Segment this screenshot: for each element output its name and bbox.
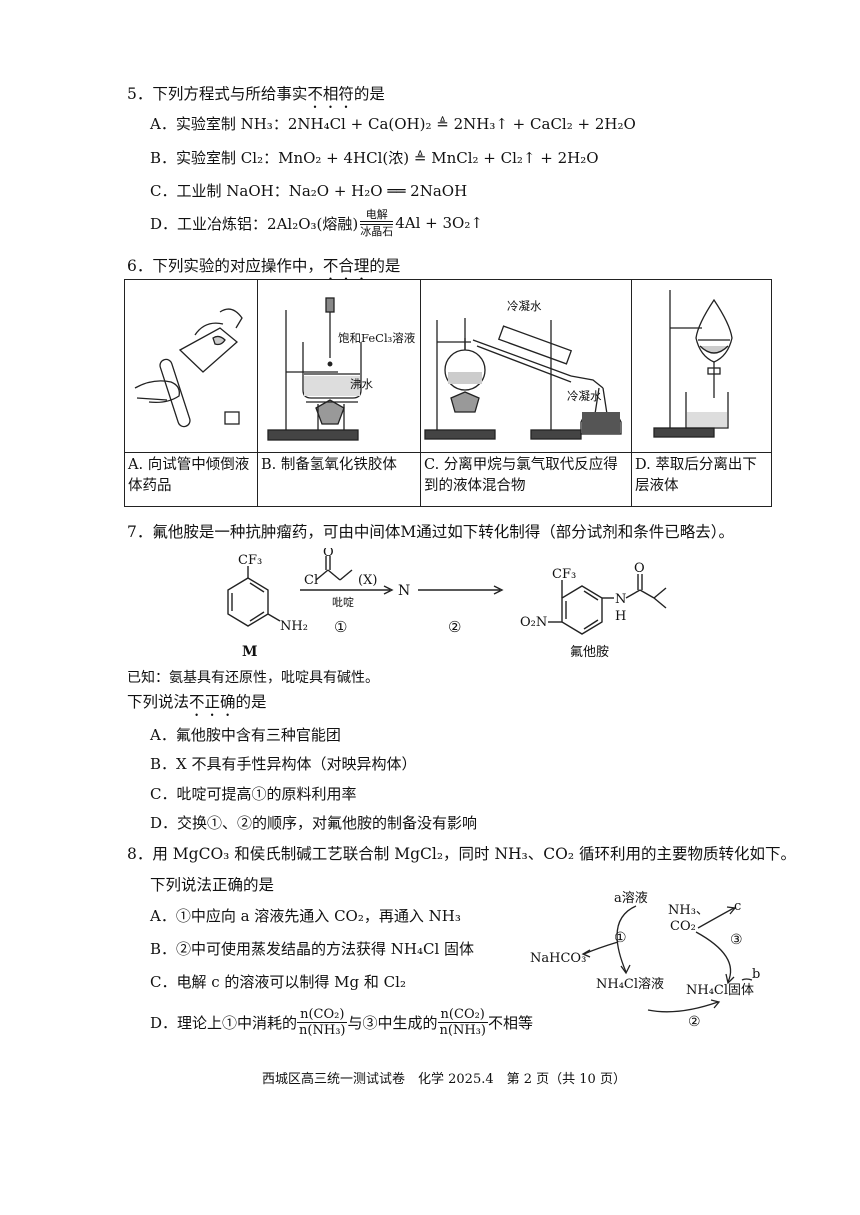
q6-apparatus-table: 饱和FeCl₃溶液 沸水	[124, 279, 772, 507]
q7-stem: 7．氟他胺是一种抗肿瘤药，可由中间体M通过如下转化制得（部分试剂和条件已略去）。	[127, 523, 734, 541]
q8-ask: 下列说法正确的是	[150, 876, 275, 894]
q7-option-a: A．氟他胺中含有三种官能团	[150, 726, 341, 744]
apparatus-d-cell	[631, 279, 772, 453]
nh3-label: NH₃、	[668, 903, 709, 918]
q8-option-c: C．电解 c 的溶液可以制得 Mg 和 Cl₂	[150, 973, 406, 991]
caption-d: D. 萃取后分离出下层液体	[631, 452, 772, 507]
pyridine-label: 吡啶	[332, 595, 354, 609]
fe-oh3-colloid-figure: 饱和FeCl₃溶液 沸水	[267, 297, 416, 441]
acyl-cl: Cl	[304, 573, 318, 588]
label-cooling-water-in: 冷凝水	[507, 299, 542, 313]
nahco3-label: NaHCO₃	[530, 951, 586, 966]
m-label: M	[242, 644, 258, 660]
page-footer: 西城区高三统一测试试卷 化学 2025.4 第 2 页（共 10 页）	[262, 1072, 626, 1087]
pouring-liquid-figure	[134, 308, 243, 428]
q7-ask: 下列说法不正确的是	[127, 693, 267, 711]
product-o: O	[634, 561, 645, 576]
q7-known: 已知：氨基具有还原性，吡啶具有碱性。	[127, 670, 379, 686]
q8-option-d: D．理论上①中消耗的 n(CO₂)n(NH₃) 与③中生成的 n(CO₂)n(N…	[150, 1006, 533, 1038]
q7-reaction-scheme: CF₃ NH₂ O Cl (X) 吡啶 N ① ② M CF₃ O₂N N H …	[227, 548, 667, 660]
product-name: 氟他胺	[570, 645, 609, 660]
acyl-o: O	[323, 548, 334, 560]
reagent-x: (X)	[358, 573, 377, 588]
caption-c: C. 分离甲烷与氯气取代反应得到的液体混合物	[420, 452, 632, 507]
step-2: ②	[448, 618, 461, 636]
cycle-step-2: ②	[688, 1014, 701, 1030]
q8-option-a: A．①中应向 a 溶液先通入 CO₂，再通入 NH₃	[150, 907, 461, 925]
q6-stem: 6．下列实验的对应操作中，不合理的是	[127, 257, 401, 275]
product-o2n: O₂N	[520, 615, 547, 630]
q5-option-c: C．工业制 NaOH：Na₂O + H₂O ══ 2NaOH	[150, 182, 468, 200]
q7-option-d: D．交换①、②的顺序，对氟他胺的制备没有影响	[150, 814, 478, 832]
q7-option-b: B．X 不具有手性异构体（对映异构体）	[150, 755, 417, 773]
cycle-step-1: ①	[614, 930, 627, 946]
q8-stem: 8．用 MgCO₃ 和侯氏制碱工艺联合制 MgCl₂，同时 NH₃、CO₂ 循环…	[127, 845, 796, 863]
label-boiling-water: 沸水	[350, 377, 373, 391]
co2-label: CO₂	[670, 919, 696, 934]
b-label: b	[752, 967, 760, 982]
product-cf3: CF₃	[552, 567, 576, 582]
separatory-funnel-figure	[653, 290, 733, 438]
caption-b: B. 制备氢氧化铁胶体	[257, 452, 421, 507]
cycle-step-3: ③	[730, 932, 743, 948]
m-nh2: NH₂	[280, 619, 308, 634]
intermediate-n: N	[398, 583, 410, 599]
nh4cl-solution-label: NH₄Cl溶液	[596, 977, 664, 992]
q8-option-b: B．②中可使用蒸发结晶的方法获得 NH₄Cl 固体	[150, 940, 475, 958]
q5-stem: 5．下列方程式与所给事实不相符的是	[127, 85, 385, 103]
apparatus-c-cell: 冷凝水 冷凝水	[420, 279, 632, 453]
q8-cycle-diagram: a溶液 NH₃、 CO₂ c b NaHCO₃ NH₄Cl溶液 NH₄Cl固体 …	[530, 891, 760, 1030]
q5-option-d: D．工业冶炼铝：2Al₂O₃(熔融) 电解 冰晶石 4Al + 3O₂↑	[150, 208, 483, 238]
product-h: H	[615, 609, 626, 624]
distillation-figure: 冷凝水 冷凝水	[424, 299, 622, 440]
c-label: c	[734, 899, 741, 914]
caption-a: A. 向试管中倾倒液体药品	[124, 452, 258, 507]
q7-option-c: C．吡啶可提高①的原料利用率	[150, 785, 357, 803]
step-1: ①	[334, 618, 347, 636]
label-cooling-water-out: 冷凝水	[567, 389, 602, 403]
product-n: N	[615, 592, 626, 607]
apparatus-a-cell	[124, 279, 258, 453]
label-fecl3: 饱和FeCl₃溶液	[338, 331, 416, 345]
m-cf3: CF₃	[238, 553, 262, 568]
apparatus-b-cell: 饱和FeCl₃溶液 沸水	[257, 279, 421, 453]
q5-option-a: A．实验室制 NH₃：2NH₄Cl + Ca(OH)₂ ≜ 2NH₃↑ + Ca…	[150, 115, 636, 133]
q5-option-b: B．实验室制 Cl₂：MnO₂ + 4HCl(浓) ≜ MnCl₂ + Cl₂↑…	[150, 149, 599, 167]
nh4cl-solid-label: NH₄Cl固体	[686, 983, 754, 998]
a-solution: a溶液	[614, 891, 648, 906]
